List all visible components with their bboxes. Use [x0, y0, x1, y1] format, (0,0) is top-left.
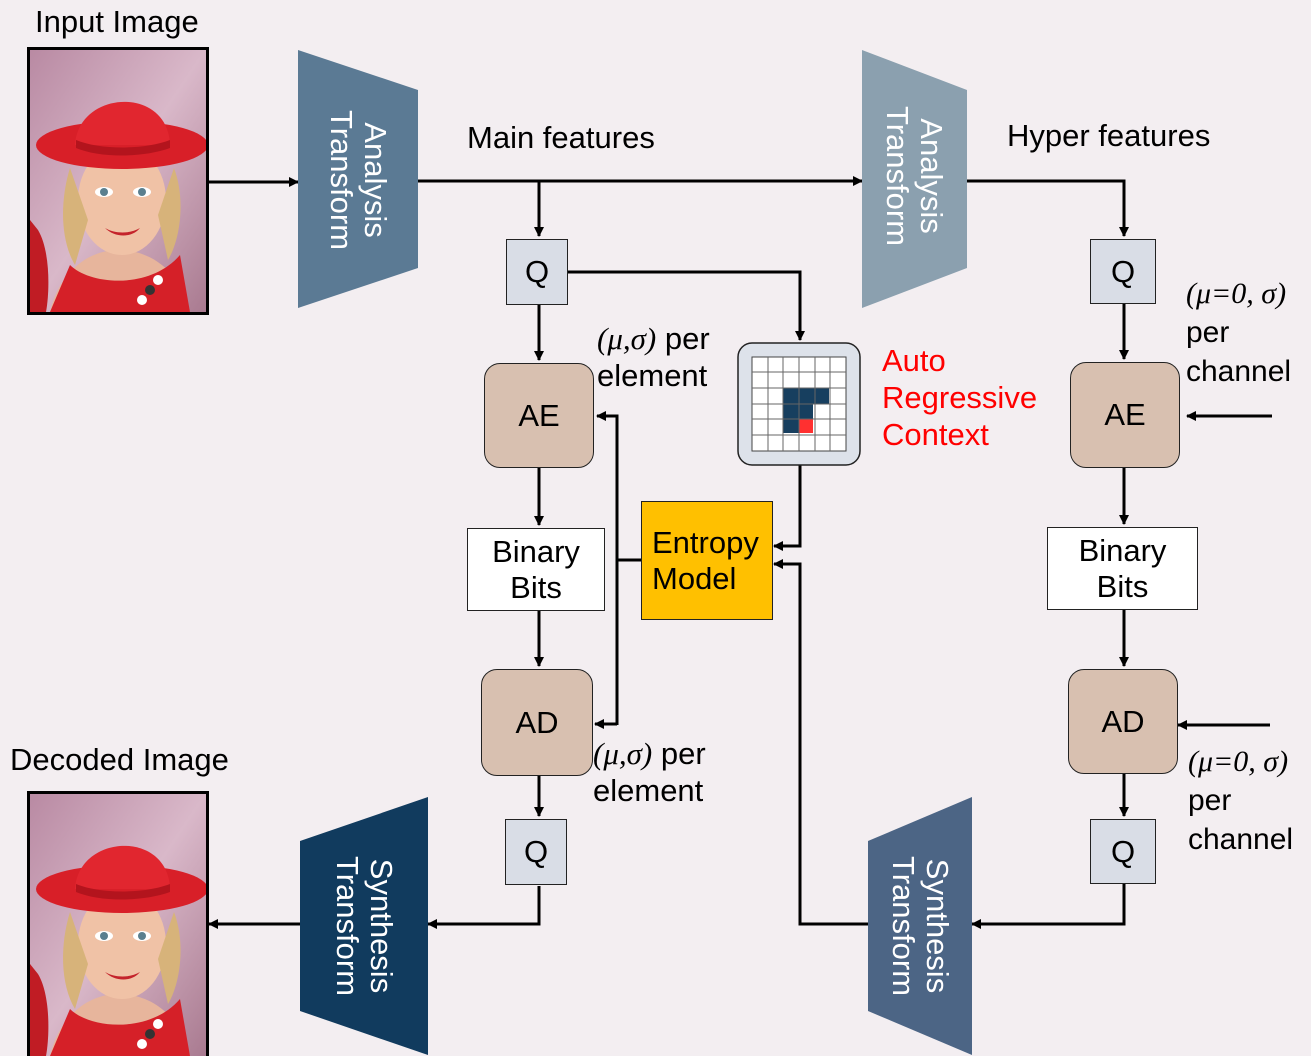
main-analysis-line1: Analysis	[358, 110, 392, 250]
entropy-model: Entropy Model	[641, 501, 773, 620]
main-quantizer: Q	[506, 239, 568, 305]
main-binary-line1: Binary	[492, 534, 580, 570]
auto-regressive-context-label: Auto Regressive Context	[882, 342, 1037, 454]
decoded-image-photo	[29, 793, 209, 1056]
hyper-decoder-quantizer: Q	[1090, 819, 1156, 884]
hyper-binary-line2: Bits	[1097, 569, 1149, 605]
main-binary-bits: Binary Bits	[467, 528, 605, 611]
hyper-analysis-line2: Transform	[880, 106, 914, 246]
hyper-encoder-param-label: (μ=0, σ) per channel	[1186, 274, 1291, 391]
encoder-param-suffix: per	[656, 321, 709, 356]
hyper-synthesis-transform: Synthesis Transform	[886, 856, 954, 996]
hyper-binary-line1: Binary	[1079, 533, 1167, 569]
context-grid-icon	[738, 343, 860, 465]
hyper-arithmetic-encoder: AE	[1070, 362, 1180, 468]
main-decoder-quantizer: Q	[505, 819, 567, 885]
main-analysis-transform: Analysis Transform	[324, 110, 392, 250]
encoder-param-element: element	[597, 357, 710, 394]
hyper-encoder-param-symbols: (μ=0, σ)	[1186, 274, 1291, 313]
main-arithmetic-encoder: AE	[484, 363, 594, 468]
decoder-param-label: (μ,σ) per element	[593, 735, 706, 809]
main-synthesis-line1: Synthesis	[364, 856, 398, 996]
entropy-line1: Entropy	[652, 525, 759, 561]
context-line2: Regressive	[882, 379, 1037, 416]
hyper-decoder-param-per: per	[1188, 781, 1293, 820]
hyper-analysis-line1: Analysis	[914, 106, 948, 246]
main-arithmetic-decoder: AD	[481, 669, 593, 776]
hyper-binary-bits: Binary Bits	[1047, 527, 1198, 610]
main-synthesis-line2: Transform	[330, 856, 364, 996]
encoder-param-label: (μ,σ) per element	[597, 320, 710, 394]
encoder-param-symbols: (μ,σ)	[597, 321, 656, 356]
hyper-synthesis-line2: Transform	[886, 856, 920, 996]
hyper-quantizer: Q	[1090, 239, 1156, 304]
context-line3: Context	[882, 416, 1037, 453]
decoder-param-symbols: (μ,σ)	[593, 736, 652, 771]
hyper-decoder-param-label: (μ=0, σ) per channel	[1188, 742, 1293, 859]
main-analysis-line2: Transform	[324, 110, 358, 250]
decoded-image-label: Decoded Image	[10, 742, 229, 778]
hyper-encoder-param-per: per	[1186, 313, 1291, 352]
hyper-decoder-param-symbols: (μ=0, σ)	[1188, 742, 1293, 781]
hyper-synthesis-line1: Synthesis	[920, 856, 954, 996]
entropy-line2: Model	[652, 561, 736, 597]
hyper-analysis-transform: Analysis Transform	[880, 106, 948, 246]
decoder-param-suffix: per	[652, 736, 705, 771]
main-features-label: Main features	[467, 120, 655, 156]
context-line1: Auto	[882, 342, 1037, 379]
decoder-param-element: element	[593, 772, 706, 809]
main-synthesis-transform: Synthesis Transform	[330, 856, 398, 996]
input-image-label: Input Image	[35, 4, 199, 40]
hyper-features-label: Hyper features	[1007, 118, 1210, 154]
input-image-photo	[29, 49, 209, 314]
hyper-decoder-param-channel: channel	[1188, 820, 1293, 859]
main-binary-line2: Bits	[510, 570, 562, 606]
hyper-arithmetic-decoder: AD	[1068, 669, 1178, 774]
hyper-encoder-param-channel: channel	[1186, 352, 1291, 391]
